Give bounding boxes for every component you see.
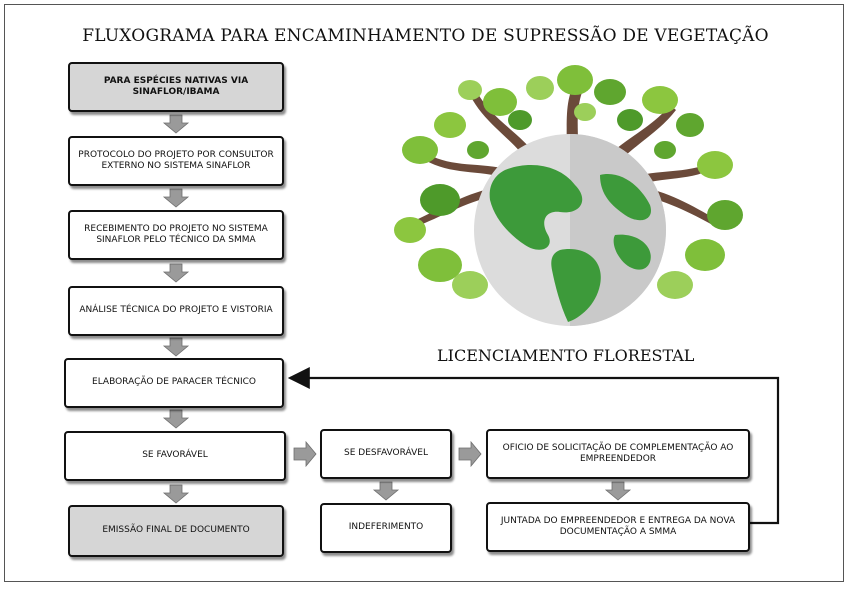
globe bbox=[474, 134, 666, 326]
box-report: ELABORAÇÃO DE PARACER TÉCNICO bbox=[64, 358, 284, 408]
box-rejected: INDEFERIMENTO bbox=[320, 503, 452, 553]
arrow-down-8 bbox=[604, 481, 632, 501]
box-submission: JUNTADA DO EMPREENDEDOR E ENTREGA DA NOV… bbox=[486, 502, 750, 552]
diagram-title: FLUXOGRAMA PARA ENCAMINHAMENTO DE SUPRES… bbox=[82, 26, 769, 46]
box-unfavorable: SE DESFAVORÁVEL bbox=[320, 429, 452, 479]
box-favorable-label: SE FAVORÁVEL bbox=[142, 450, 208, 461]
arrow-down-5 bbox=[162, 409, 190, 429]
box-protocol-label: PROTOCOLO DO PROJETO POR CONSULTOR EXTER… bbox=[78, 149, 274, 171]
box-request: OFICIO DE SOLICITAÇÃO DE COMPLEMENTAÇÃO … bbox=[486, 429, 750, 479]
arrow-down-6 bbox=[162, 484, 190, 504]
arrow-down-2 bbox=[162, 188, 190, 208]
box-start-label: PARA ESPÉCIES NATIVAS VIA SINAFLOR/IBAMA bbox=[103, 75, 249, 97]
diagram-subtitle: LICENCIAMENTO FLORESTAL bbox=[437, 346, 695, 365]
box-protocol: PROTOCOLO DO PROJETO POR CONSULTOR EXTER… bbox=[68, 136, 284, 186]
arrow-right-1 bbox=[293, 440, 317, 468]
box-request-label: OFICIO DE SOLICITAÇÃO DE COMPLEMENTAÇÃO … bbox=[502, 442, 734, 464]
arrow-down-7 bbox=[372, 481, 400, 501]
arrow-down-1 bbox=[162, 114, 190, 134]
box-receipt-label: RECEBIMENTO DO PROJETO NO SISTEMA SINAFL… bbox=[84, 223, 268, 245]
arrow-down-3 bbox=[162, 263, 190, 283]
box-analysis: ANÁLISE TÉCNICA DO PROJETO E VISTORIA bbox=[68, 286, 284, 336]
arrow-right-2 bbox=[458, 440, 482, 468]
box-submission-label: JUNTADA DO EMPREENDEDOR E ENTREGA DA NOV… bbox=[500, 515, 736, 537]
tree-leaves bbox=[394, 65, 743, 299]
box-start: PARA ESPÉCIES NATIVAS VIA SINAFLOR/IBAMA bbox=[68, 62, 284, 112]
box-report-label: ELABORAÇÃO DE PARACER TÉCNICO bbox=[92, 377, 256, 388]
box-analysis-label: ANÁLISE TÉCNICA DO PROJETO E VISTORIA bbox=[79, 305, 273, 316]
arrow-down-4 bbox=[162, 337, 190, 357]
box-final: EMISSÃO FINAL DE DOCUMENTO bbox=[68, 505, 284, 557]
box-receipt: RECEBIMENTO DO PROJETO NO SISTEMA SINAFL… bbox=[68, 210, 284, 260]
feedback-loop-line bbox=[287, 367, 780, 525]
diagram-frame bbox=[4, 4, 844, 582]
box-unfavorable-label: SE DESFAVORÁVEL bbox=[344, 448, 428, 459]
box-final-label: EMISSÃO FINAL DE DOCUMENTO bbox=[102, 525, 250, 536]
box-favorable: SE FAVORÁVEL bbox=[64, 431, 286, 481]
box-rejected-label: INDEFERIMENTO bbox=[348, 522, 424, 533]
